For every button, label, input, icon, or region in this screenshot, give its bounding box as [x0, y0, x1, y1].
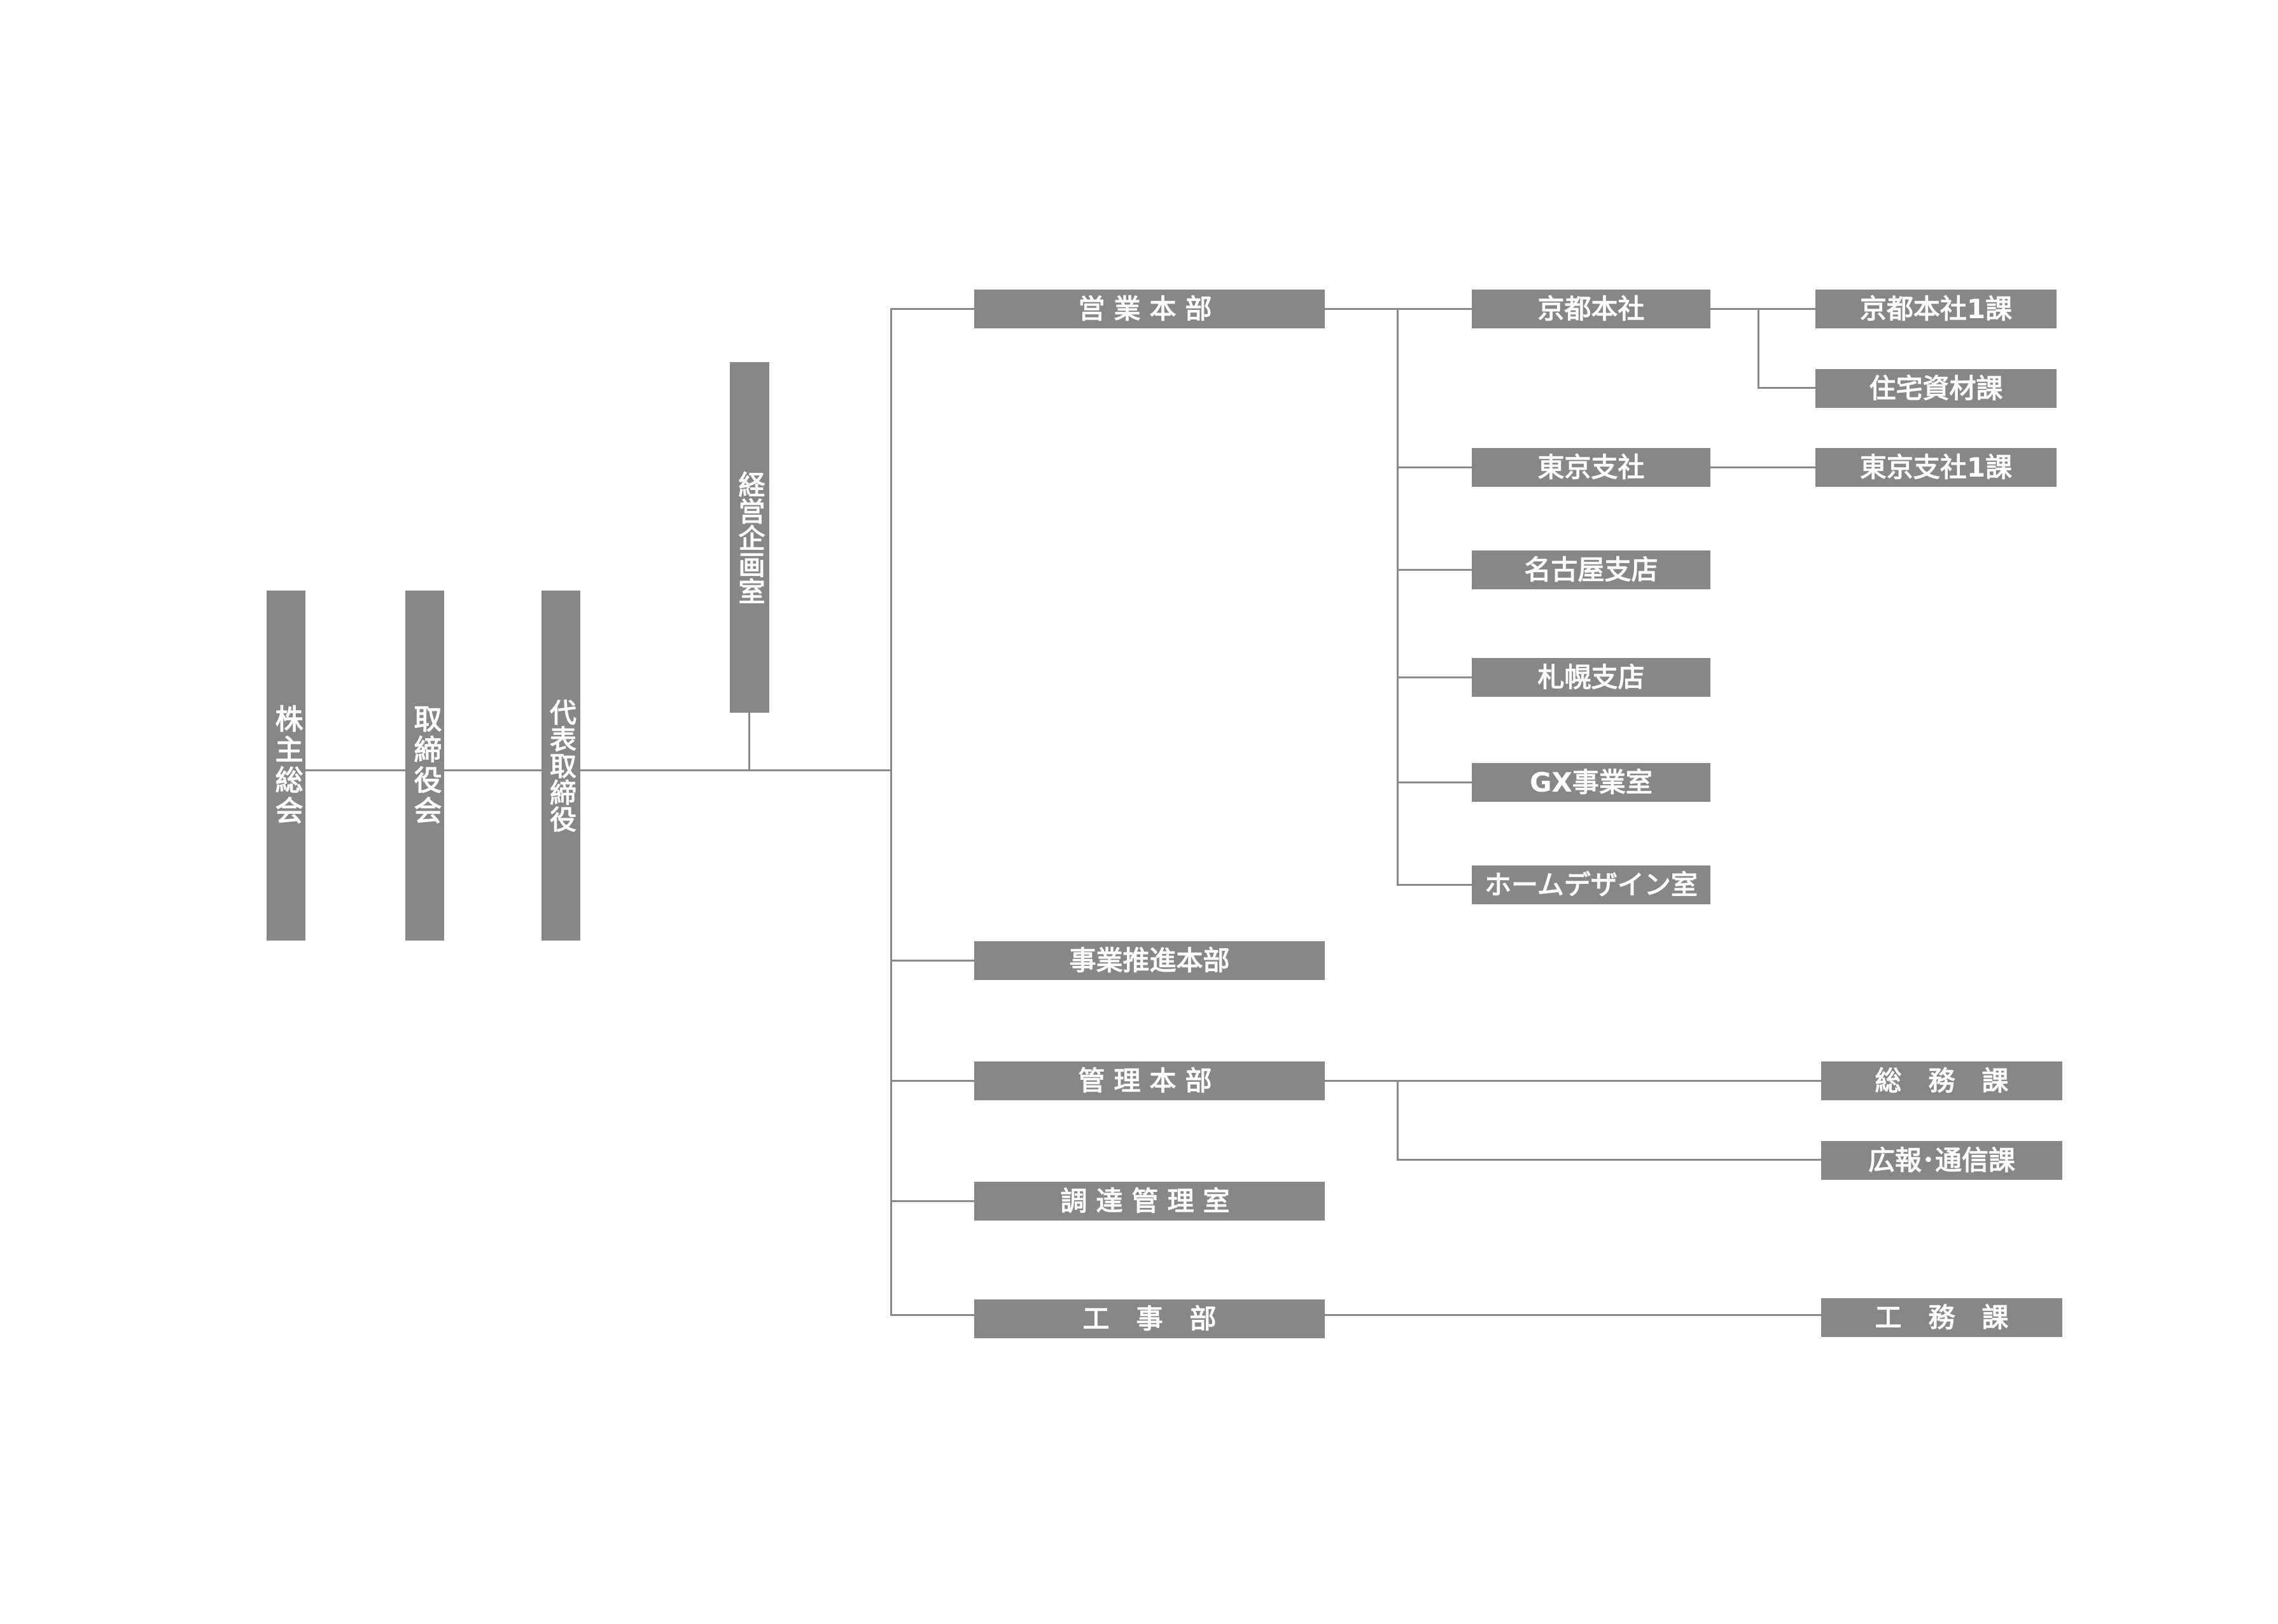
- connector-root-horizontal: [305, 769, 892, 771]
- box-works: 工 務 課: [1821, 1298, 2062, 1337]
- connector-to-gx: [1397, 781, 1472, 783]
- connector-to-sapporo: [1397, 676, 1472, 678]
- box-tokyo-sec1: 東京支社1課: [1815, 448, 2057, 487]
- box-biz-promo: 事業推進本部: [974, 941, 1325, 980]
- connector-to-home-design: [1397, 884, 1472, 886]
- box-pr: 広報･通信課: [1821, 1141, 2062, 1180]
- box-general-affairs: 総 務 課: [1821, 1061, 2062, 1100]
- box-nagoya: 名古屋支店: [1472, 550, 1710, 589]
- connector-to-construction: [890, 1314, 974, 1316]
- connector-sales-trunk: [1397, 308, 1399, 886]
- box-board: 取締役会: [405, 591, 444, 941]
- connector-to-admin-hq: [890, 1080, 974, 1082]
- box-admin-hq: 管理本部: [974, 1061, 1325, 1100]
- connector-to-sales-hq: [890, 308, 974, 310]
- connector-construction-out: [1325, 1314, 1821, 1316]
- box-kyoto-sec1: 京都本社1課: [1815, 290, 2057, 328]
- connector-main-trunk: [890, 308, 892, 1315]
- box-procurement: 調達管理室: [974, 1182, 1325, 1221]
- box-housing-materials: 住宅資材課: [1815, 369, 2057, 408]
- connector-to-procurement: [890, 1200, 974, 1202]
- box-sapporo: 札幌支店: [1472, 658, 1710, 697]
- box-home-design: ホームデザイン室: [1472, 865, 1710, 904]
- connector-to-pr: [1397, 1159, 1821, 1161]
- connector-kyoto-trunk: [1757, 308, 1759, 389]
- box-gx: GX事業室: [1472, 763, 1710, 802]
- box-shareholders: 株主総会: [267, 591, 305, 941]
- connector-admin-trunk: [1397, 1080, 1399, 1161]
- connector-tokyo-out: [1710, 466, 1815, 468]
- connector-to-nagoya: [1397, 569, 1472, 571]
- connector-kyoto-out: [1710, 308, 1815, 310]
- box-planning: 経営企画室: [730, 362, 769, 713]
- connector-to-housing-materials: [1757, 387, 1815, 389]
- connector-planning-vertical: [748, 713, 750, 771]
- box-sales-hq: 営業本部: [974, 290, 1325, 328]
- connector-admin-out: [1325, 1080, 1821, 1082]
- box-construction: 工 事 部: [974, 1299, 1325, 1338]
- connector-to-tokyo: [1397, 466, 1472, 468]
- connector-to-biz-promo: [890, 960, 974, 962]
- box-tokyo-branch: 東京支社: [1472, 448, 1710, 487]
- box-kyoto-hq: 京都本社: [1472, 290, 1710, 328]
- box-ceo: 代表取締役: [542, 591, 580, 941]
